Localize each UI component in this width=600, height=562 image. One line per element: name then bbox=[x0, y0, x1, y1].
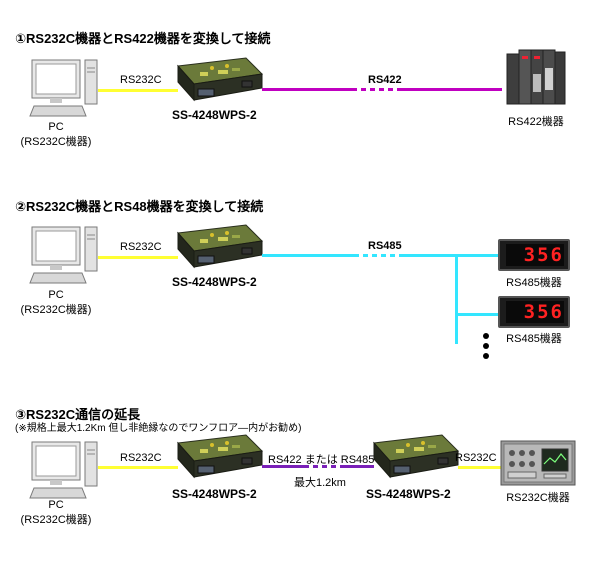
pc-label: PC bbox=[48, 499, 64, 511]
converter-device bbox=[176, 224, 264, 269]
rs422-cable-end bbox=[402, 88, 502, 91]
ellipsis-dot bbox=[483, 353, 489, 359]
converter-model-label: SS-4248WPS-2 bbox=[172, 108, 257, 122]
rs485-device-label: RS485機器 bbox=[506, 333, 562, 345]
rs232c-cable bbox=[458, 466, 502, 469]
pc-sublabel: (RS232C機器) bbox=[20, 136, 92, 148]
rs422-cable-dashed bbox=[352, 88, 402, 91]
pc-label: PC bbox=[48, 289, 64, 301]
rs232c-cable bbox=[98, 466, 178, 469]
rs232c-instrument-icon bbox=[500, 440, 576, 486]
rs422-device-label: RS422機器 bbox=[508, 116, 564, 128]
ellipsis-dot bbox=[483, 333, 489, 339]
pc-icon bbox=[29, 226, 98, 284]
display-readout: 356 bbox=[506, 301, 564, 323]
converter-model-label: SS-4248WPS-2 bbox=[172, 275, 257, 289]
section1-heading: ①RS232C機器とRS422機器を変換して接続 bbox=[15, 31, 271, 46]
rs485-bus-vertical bbox=[455, 254, 458, 344]
section2-heading: ②RS232C機器とRS48機器を変換して接続 bbox=[15, 199, 264, 214]
rs485-device-label: RS485機器 bbox=[506, 277, 562, 289]
rs422-485-cable-dashed bbox=[304, 465, 344, 468]
ellipsis-dot bbox=[483, 343, 489, 349]
rs232c-cable-label: RS232C bbox=[455, 452, 497, 464]
rs485-cable-dashed bbox=[354, 254, 402, 257]
rs232c-cable bbox=[98, 89, 178, 92]
rs232c-cable-label: RS232C bbox=[120, 74, 162, 86]
rs232c-device-label: RS232C機器 bbox=[506, 492, 570, 504]
pc-icon bbox=[29, 59, 98, 117]
rs232c-cable-label: RS232C bbox=[120, 241, 162, 253]
converter-model-label: SS-4248WPS-2 bbox=[172, 487, 257, 501]
rs422-485-cable-end bbox=[344, 465, 374, 468]
rs232c-cable bbox=[98, 256, 178, 259]
cable-distance-label: 最大1.2km bbox=[294, 477, 346, 489]
section3-note: (※規格上最大1.2Km 但し非絶縁なのでワンフロア―内がお勧め) bbox=[15, 423, 302, 434]
rs422-485-cable bbox=[262, 465, 304, 468]
rs485-cable bbox=[262, 254, 354, 257]
converter-device bbox=[372, 434, 460, 479]
rs232c-cable-label: RS232C bbox=[120, 452, 162, 464]
converter-model-label: SS-4248WPS-2 bbox=[366, 487, 451, 501]
rs422-485-cable-label: RS422 または RS485 bbox=[268, 454, 375, 466]
rs485-display-panel: 356 bbox=[498, 296, 570, 328]
converter-device bbox=[176, 434, 264, 479]
rs485-cable-end bbox=[402, 254, 498, 257]
pc-icon bbox=[29, 441, 98, 499]
pc-sublabel: (RS232C機器) bbox=[20, 514, 92, 526]
pc-label: PC bbox=[48, 121, 64, 133]
pc-sublabel: (RS232C機器) bbox=[20, 304, 92, 316]
section3-heading: ③RS232C通信の延長 bbox=[15, 407, 141, 422]
rs422-device-icon bbox=[506, 49, 566, 105]
display-readout: 356 bbox=[506, 244, 564, 266]
rs485-cable-label: RS485 bbox=[368, 240, 402, 252]
rs485-display-panel: 356 bbox=[498, 239, 570, 271]
rs422-cable-label: RS422 bbox=[368, 74, 402, 86]
converter-device bbox=[176, 57, 264, 102]
rs422-cable bbox=[262, 88, 352, 91]
rs485-bus-branch bbox=[455, 313, 498, 316]
